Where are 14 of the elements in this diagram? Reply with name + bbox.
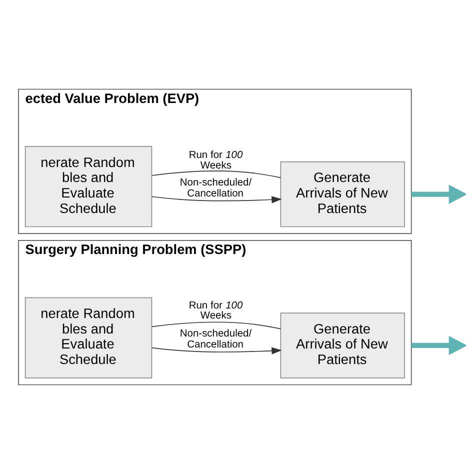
node-box: nerate Random bles and Evaluate Schedule bbox=[24, 146, 152, 228]
edge-label: Run for 100 Weeks bbox=[188, 300, 243, 322]
node-box: Generate Arrivals of New Patients bbox=[280, 161, 405, 228]
node-box: Generate Arrivals of New Patients bbox=[280, 312, 405, 378]
node-box: nerate Random bles and Evaluate Schedule bbox=[24, 297, 152, 378]
arrow bbox=[151, 347, 282, 354]
edge-label: Non-scheduled/ Cancellation bbox=[180, 328, 252, 351]
connector bbox=[151, 170, 282, 178]
edge-label: Run for 100 Weeks bbox=[188, 150, 243, 172]
edge-label: Non-scheduled/ Cancellation bbox=[180, 177, 252, 200]
arrow bbox=[411, 336, 466, 356]
arrow bbox=[151, 196, 282, 204]
connector bbox=[151, 322, 282, 330]
arrow bbox=[411, 184, 466, 204]
